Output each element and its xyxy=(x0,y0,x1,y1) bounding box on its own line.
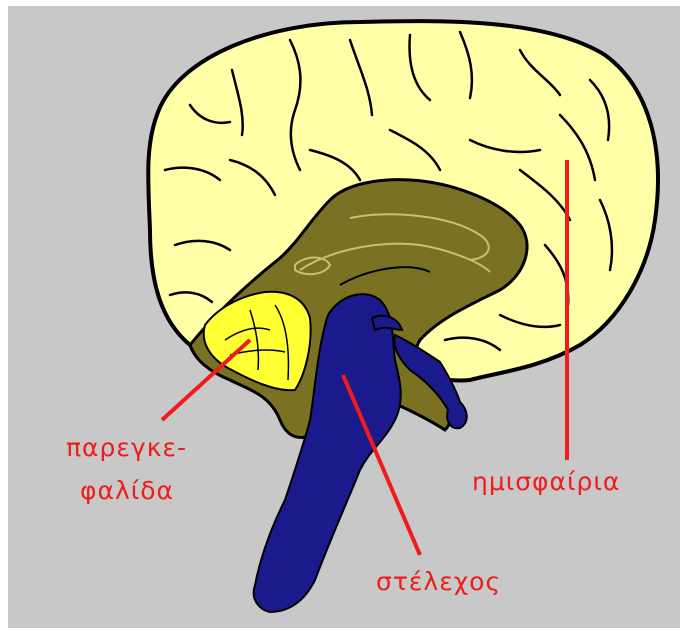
brainstem-label: στέλεχος xyxy=(376,567,501,596)
cerebellum-label-line1: παρεγκε- xyxy=(66,433,187,462)
hemispheres-label: ημισφαίρια xyxy=(472,467,620,496)
cerebellum-label-line2: φαλίδα xyxy=(80,476,174,505)
